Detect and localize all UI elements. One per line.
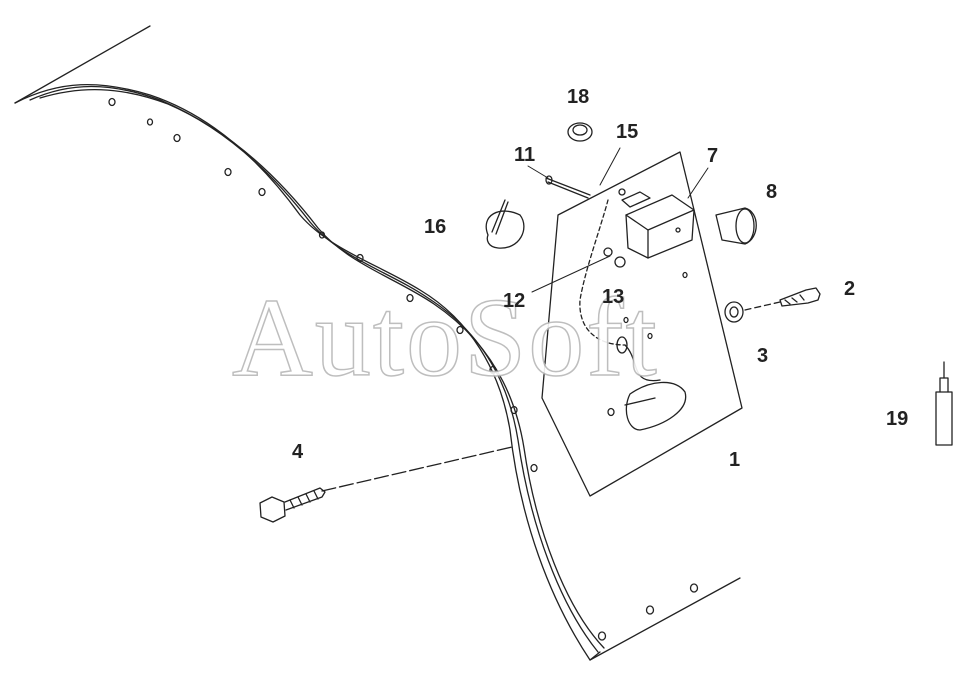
washer <box>603 247 613 257</box>
callout-7: 7 <box>707 145 719 167</box>
callout-13: 13 <box>602 286 625 308</box>
callout-12: 12 <box>503 290 526 312</box>
fender-holes <box>108 97 699 641</box>
wire-grommet <box>616 336 628 354</box>
callout-15: 15 <box>616 121 639 143</box>
lamp <box>621 191 695 259</box>
leader-lines <box>527 147 709 293</box>
screw-2 <box>724 287 821 323</box>
sealant-tube <box>935 361 953 446</box>
callout-8: 8 <box>766 181 778 203</box>
callout-4: 4 <box>292 441 304 463</box>
lens <box>715 207 757 245</box>
screw-axis-line <box>321 446 513 492</box>
callout-11: 11 <box>514 144 536 166</box>
cable-tie <box>485 199 525 249</box>
callout-3: 3 <box>757 345 769 367</box>
wire <box>579 199 626 346</box>
fender <box>14 25 741 661</box>
callout-16: 16 <box>424 216 447 238</box>
wire-end <box>624 344 661 382</box>
mudflap-plate <box>541 151 743 497</box>
bolt <box>545 175 591 199</box>
callout-1: 1 <box>729 449 741 471</box>
watermark: AutoSoft <box>231 276 659 400</box>
callout-2: 2 <box>844 278 856 300</box>
callout-18: 18 <box>567 86 590 108</box>
grommet <box>567 122 593 142</box>
nut <box>614 256 626 268</box>
callout-19: 19 <box>886 408 909 430</box>
screw-4 <box>259 487 326 523</box>
washer-small <box>618 188 626 196</box>
